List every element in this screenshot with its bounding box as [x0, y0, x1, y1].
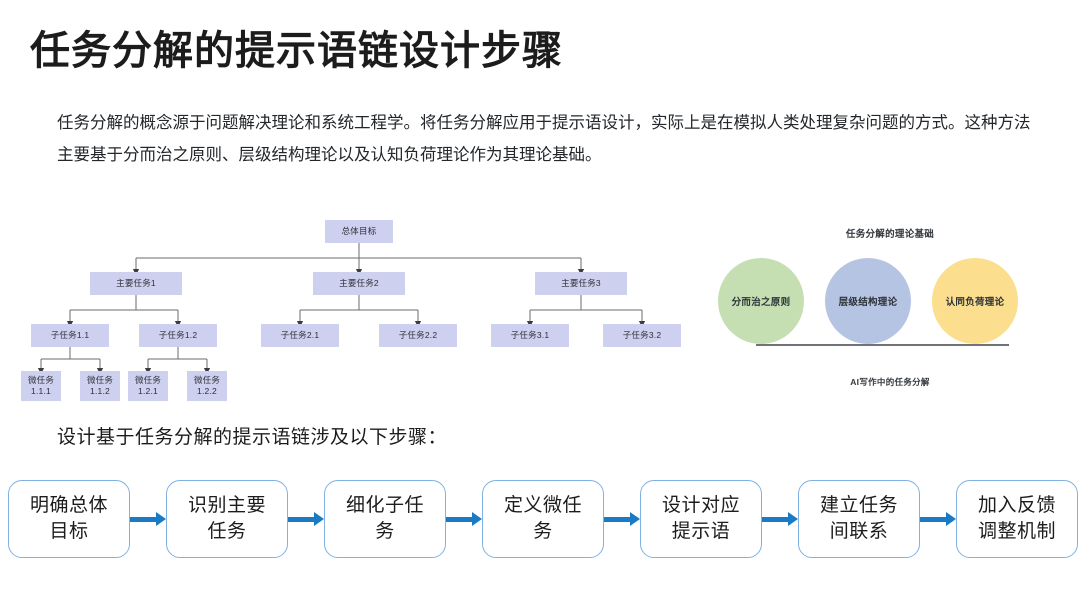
arrow-shaft — [130, 516, 156, 522]
tree-node-label: 微任务 1.1.1 — [27, 375, 55, 396]
tree-node-label: 子任务2.2 — [398, 330, 438, 340]
tree-node-label: 主要任务2 — [339, 278, 379, 288]
theory-circle-label: 认同负荷理论 — [945, 297, 1005, 308]
theory-circle-cognitive-load[interactable]: 认同负荷理论 — [932, 258, 1018, 344]
tree-node-main-task-1[interactable]: 主要任务1 — [90, 272, 182, 295]
tree-node-micro-task-1-2-1[interactable]: 微任务 1.2.1 — [128, 371, 168, 401]
tree-node-micro-task-1-2-2[interactable]: 微任务 1.2.2 — [187, 371, 227, 401]
tree-node-micro-task-1-1-2[interactable]: 微任务 1.1.2 — [80, 371, 120, 401]
flow-step-4[interactable]: 定义微任 务 — [482, 480, 604, 558]
tree-node-sub-task-3-2[interactable]: 子任务3.2 — [603, 324, 681, 347]
arrow-head — [314, 512, 324, 526]
flow-step-label: 定义微任 务 — [503, 495, 582, 542]
tree-node-label: 子任务2.1 — [280, 330, 320, 340]
theory-circle-divide-and-conquer[interactable]: 分而治之原则 — [718, 258, 804, 344]
theory-circle-label: 分而治之原则 — [731, 297, 791, 308]
flow-arrow-2-icon — [288, 512, 324, 526]
tree-node-sub-task-1-2[interactable]: 子任务1.2 — [139, 324, 217, 347]
steps-flow-chart: 明确总体 目标 识别主要 任务 细化子任 务 定义微任 务 设计对应 提示语 建… — [8, 478, 1078, 560]
flow-step-1[interactable]: 明确总体 目标 — [8, 480, 130, 558]
tree-node-label: 微任务 1.1.2 — [86, 375, 114, 396]
page-title: 任务分解的提示语链设计步骤 — [30, 29, 563, 73]
tree-node-label: 总体目标 — [341, 226, 377, 236]
flow-step-label: 识别主要 任务 — [187, 495, 266, 542]
arrow-head — [630, 512, 640, 526]
flow-step-label: 设计对应 提示语 — [661, 495, 740, 542]
tree-node-label: 子任务1.2 — [158, 330, 198, 340]
tree-node-sub-task-1-1[interactable]: 子任务1.1 — [31, 324, 109, 347]
theory-baseline-divider — [756, 344, 1009, 346]
flow-step-3[interactable]: 细化子任 务 — [324, 480, 446, 558]
tree-node-label: 子任务1.1 — [50, 330, 90, 340]
flow-step-7[interactable]: 加入反馈 调整机制 — [956, 480, 1078, 558]
theory-diagram-title: 任务分解的理论基础 — [845, 229, 935, 240]
tree-node-sub-task-2-2[interactable]: 子任务2.2 — [379, 324, 457, 347]
arrow-shaft — [446, 516, 472, 522]
intro-paragraph: 任务分解的概念源于问题解决理论和系统工程学。将任务分解应用于提示语设计，实际上是… — [57, 114, 1031, 164]
arrow-shaft — [604, 516, 630, 522]
theory-circle-label: 层级结构理论 — [838, 297, 898, 308]
tree-node-label: 主要任务3 — [561, 278, 601, 288]
theory-basis-diagram: 任务分解的理论基础 分而治之原则 层级结构理论 认同负荷理论 AI写作中的任务分… — [700, 196, 1080, 401]
flow-step-label: 加入反馈 调整机制 — [977, 495, 1056, 542]
arrow-head — [788, 512, 798, 526]
theory-circle-hierarchy[interactable]: 层级结构理论 — [825, 258, 911, 344]
tree-connectors — [37, 243, 646, 375]
tree-node-sub-task-3-1[interactable]: 子任务3.1 — [491, 324, 569, 347]
flow-step-label: 建立任务 间联系 — [819, 495, 898, 542]
tree-node-root[interactable]: 总体目标 — [325, 220, 393, 243]
flow-arrow-3-icon — [446, 512, 482, 526]
flow-step-label: 细化子任 务 — [345, 495, 424, 542]
tree-node-label: 主要任务1 — [116, 278, 156, 288]
flow-step-label: 明确总体 目标 — [29, 495, 108, 542]
steps-lead-in-text: 设计基于任务分解的提示语链涉及以下步骤： — [57, 427, 448, 448]
tree-node-sub-task-2-1[interactable]: 子任务2.1 — [261, 324, 339, 347]
tree-node-label: 子任务3.1 — [510, 330, 550, 340]
arrow-shaft — [920, 516, 946, 522]
arrow-head — [946, 512, 956, 526]
tree-node-main-task-3[interactable]: 主要任务3 — [535, 272, 627, 295]
tree-node-main-task-2[interactable]: 主要任务2 — [313, 272, 405, 295]
flow-step-6[interactable]: 建立任务 间联系 — [798, 480, 920, 558]
task-decomposition-tree: 总体目标 主要任务1 主要任务2 主要任务3 子任务1.1 子任务1.2 子任务… — [0, 196, 700, 401]
arrow-head — [156, 512, 166, 526]
flow-arrow-5-icon — [762, 512, 798, 526]
flow-step-2[interactable]: 识别主要 任务 — [166, 480, 288, 558]
flow-arrow-4-icon — [604, 512, 640, 526]
arrow-shaft — [288, 516, 314, 522]
tree-node-label: 微任务 1.2.2 — [193, 375, 221, 396]
flow-step-5[interactable]: 设计对应 提示语 — [640, 480, 762, 558]
tree-node-label: 微任务 1.2.1 — [134, 375, 162, 396]
arrow-shaft — [762, 516, 788, 522]
tree-node-micro-task-1-1-1[interactable]: 微任务 1.1.1 — [21, 371, 61, 401]
tree-node-label: 子任务3.2 — [622, 330, 662, 340]
arrow-head — [472, 512, 482, 526]
flow-arrow-6-icon — [920, 512, 956, 526]
theory-diagram-caption: AI写作中的任务分解 — [850, 377, 930, 387]
flow-arrow-1-icon — [130, 512, 166, 526]
